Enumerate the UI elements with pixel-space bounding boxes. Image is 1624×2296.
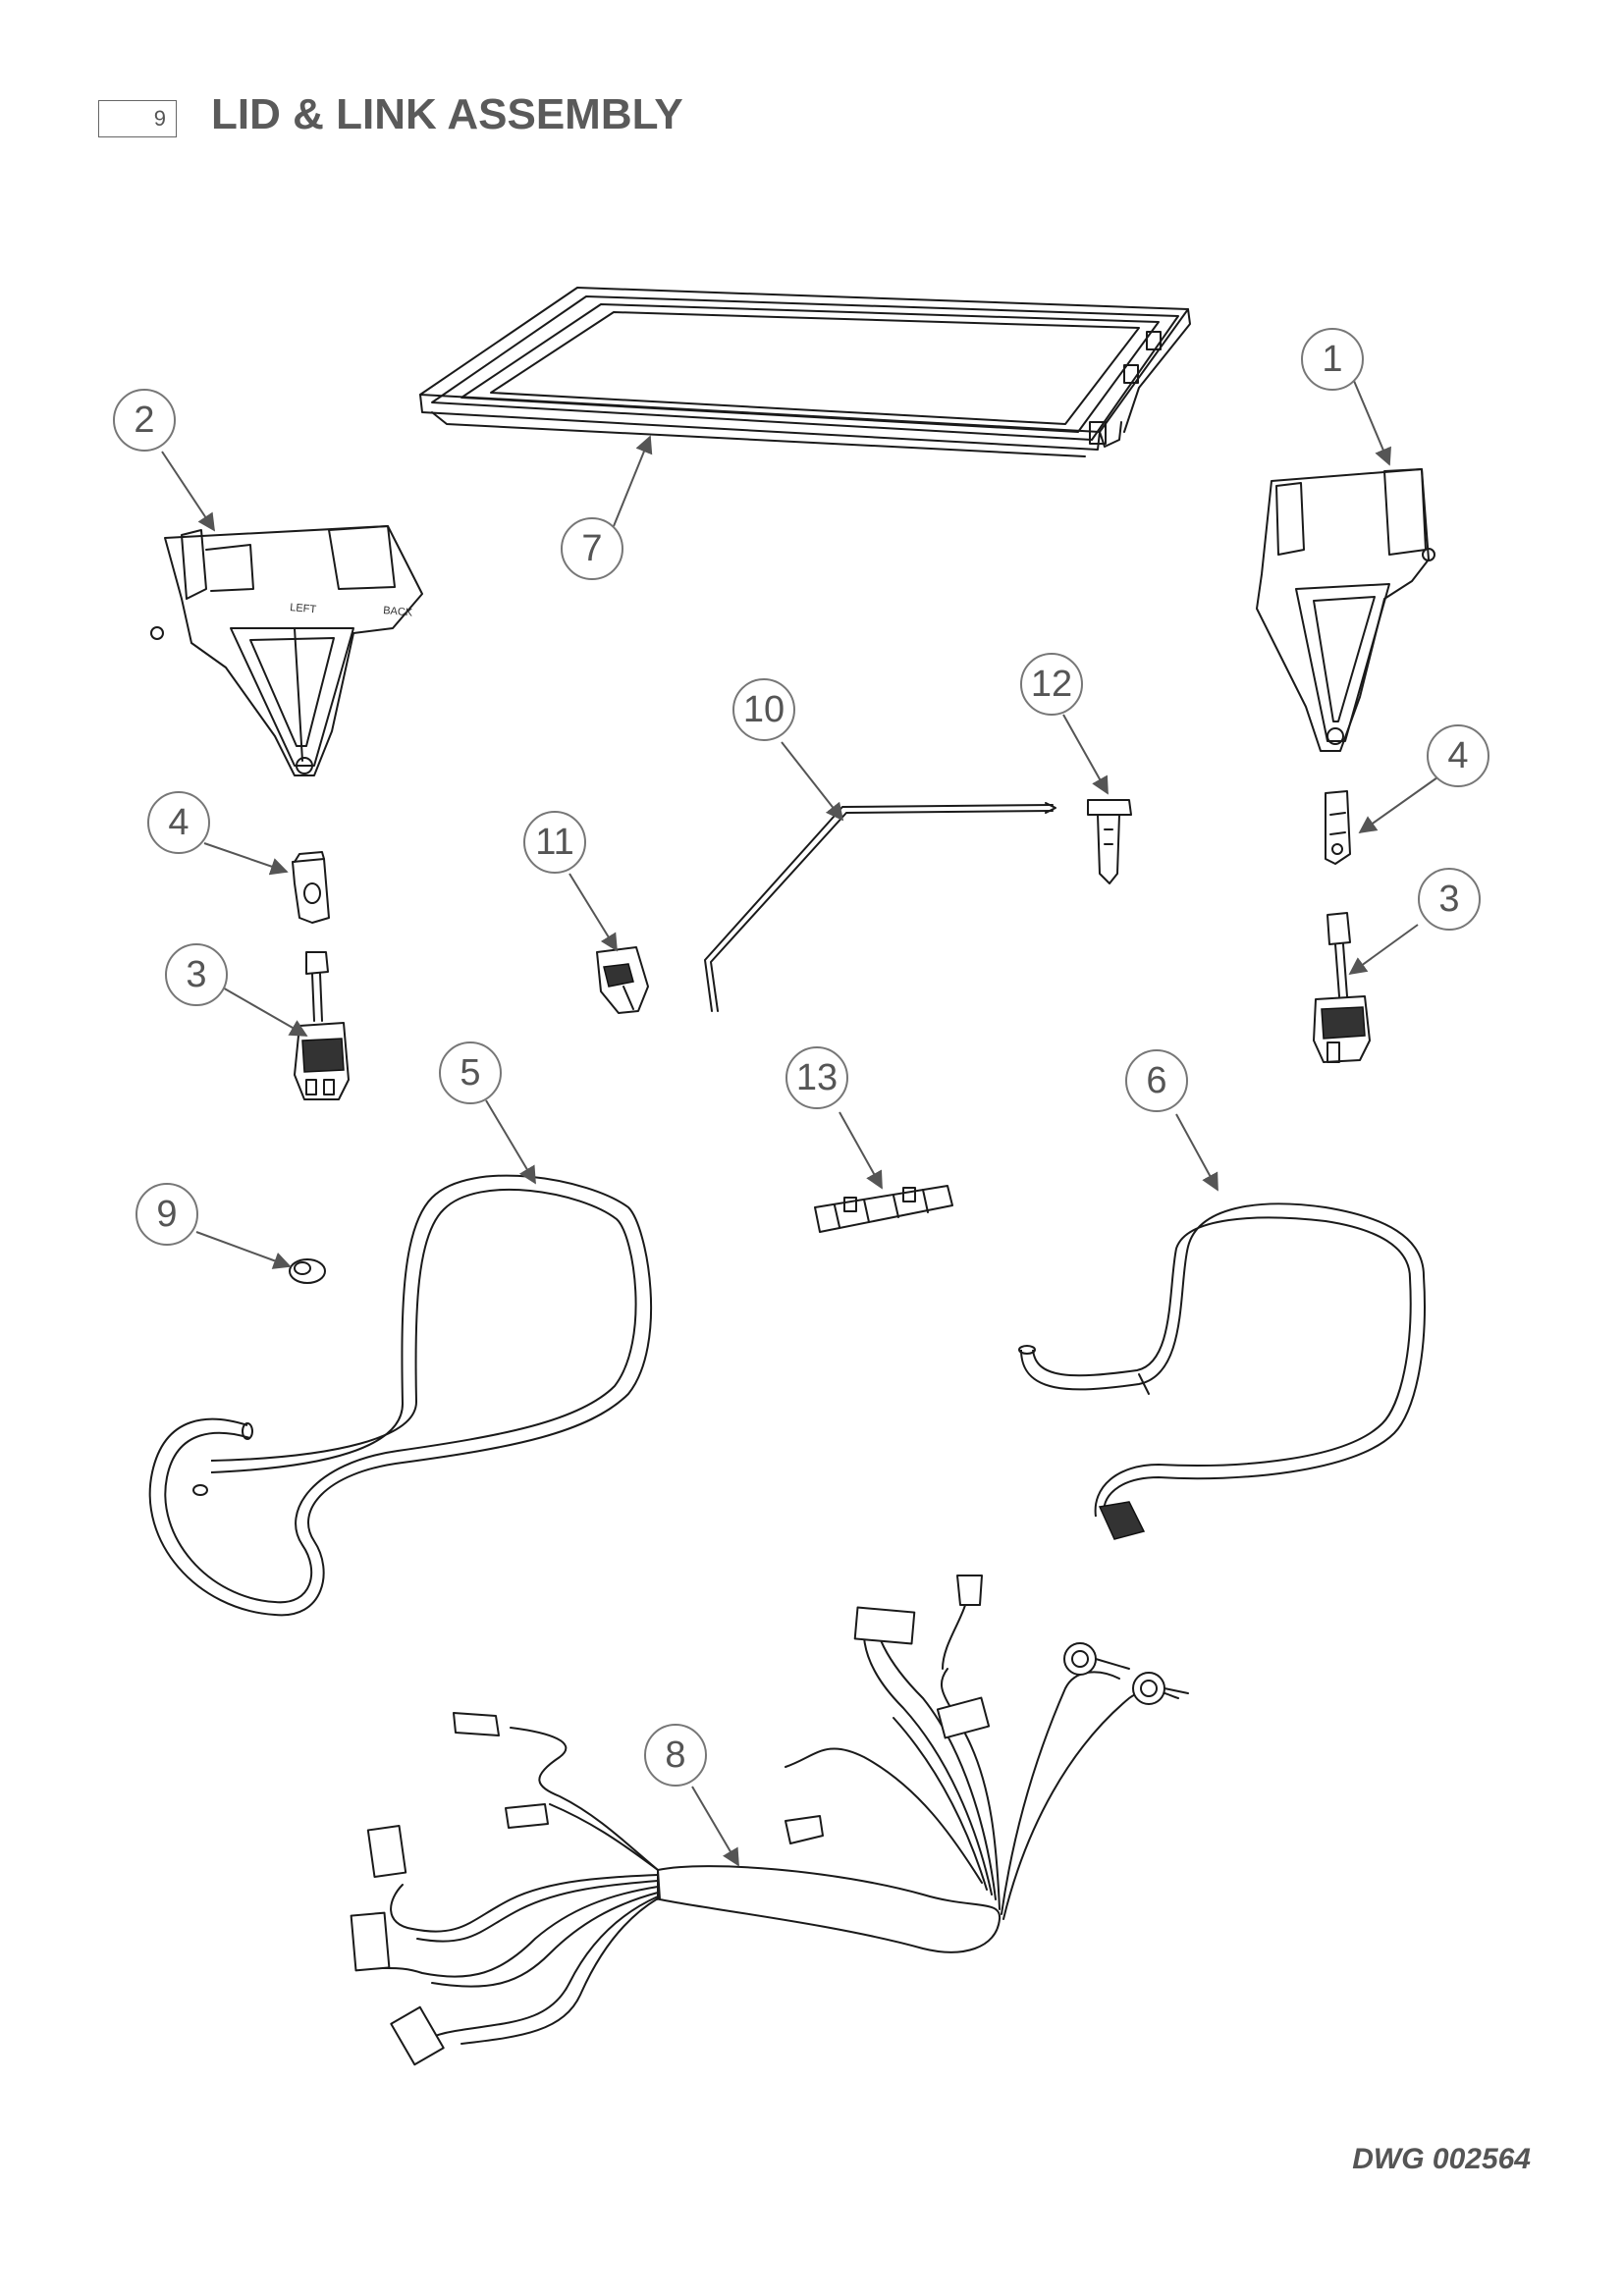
part-clip-ring (289, 1258, 326, 1284)
callout-4-right: 4 (1427, 724, 1489, 787)
callout-8: 8 (644, 1724, 707, 1787)
part-clip-strip (814, 1185, 953, 1233)
page-number: 9 (153, 106, 166, 131)
callout-4-left-label: 4 (168, 802, 189, 843)
callout-1: 1 (1301, 328, 1364, 391)
part-hinge-bracket-left: LEFT BACK (150, 525, 423, 776)
callout-11: 11 (523, 811, 586, 874)
callout-13-label: 13 (796, 1057, 838, 1098)
part-hinge-bracket-right (1256, 468, 1435, 752)
part-pin (1087, 799, 1132, 884)
part-wiring-harness (350, 1575, 1189, 2066)
callout-3-right: 3 (1418, 868, 1481, 931)
callout-1-label: 1 (1322, 339, 1342, 380)
callout-11-label: 11 (535, 822, 573, 863)
callout-13: 13 (785, 1046, 848, 1109)
callout-8-label: 8 (665, 1735, 685, 1776)
drawing-number: DWG 002564 (1352, 2143, 1531, 2175)
part-lid-frame (419, 287, 1191, 457)
callout-9: 9 (135, 1183, 198, 1246)
callout-7-label: 7 (581, 528, 602, 569)
callout-3-left-label: 3 (186, 954, 206, 995)
leader-lines (161, 380, 1438, 1867)
page-number-box: 9 (98, 100, 177, 137)
part-latch-right (1325, 790, 1351, 865)
callout-12-label: 12 (1031, 664, 1072, 705)
callout-3-left: 3 (165, 943, 228, 1006)
callout-12: 12 (1020, 653, 1083, 716)
callout-2-label: 2 (134, 400, 154, 441)
part-hose-left (148, 1174, 653, 1617)
callout-7: 7 (561, 517, 623, 580)
part-lid-switch-left (294, 951, 350, 1100)
callout-5: 5 (439, 1041, 502, 1104)
callout-10: 10 (732, 678, 795, 741)
callout-6: 6 (1125, 1049, 1188, 1112)
svg-text:LEFT: LEFT (290, 602, 317, 615)
svg-text:BACK: BACK (383, 605, 414, 619)
callout-6-label: 6 (1146, 1060, 1166, 1101)
page-title: LID & LINK ASSEMBLY (211, 90, 683, 138)
callout-5-label: 5 (460, 1052, 480, 1094)
part-rod (704, 802, 1056, 1012)
callout-2: 2 (113, 389, 176, 452)
callout-4-left: 4 (147, 791, 210, 854)
part-small-bracket (596, 946, 649, 1014)
callout-4-right-label: 4 (1447, 735, 1468, 776)
callout-9-label: 9 (156, 1194, 177, 1235)
part-hose-right (1018, 1202, 1426, 1540)
part-lid-switch-right (1313, 912, 1371, 1063)
callout-10-label: 10 (743, 689, 785, 730)
callout-3-right-label: 3 (1438, 879, 1459, 920)
part-latch-left (292, 851, 330, 924)
